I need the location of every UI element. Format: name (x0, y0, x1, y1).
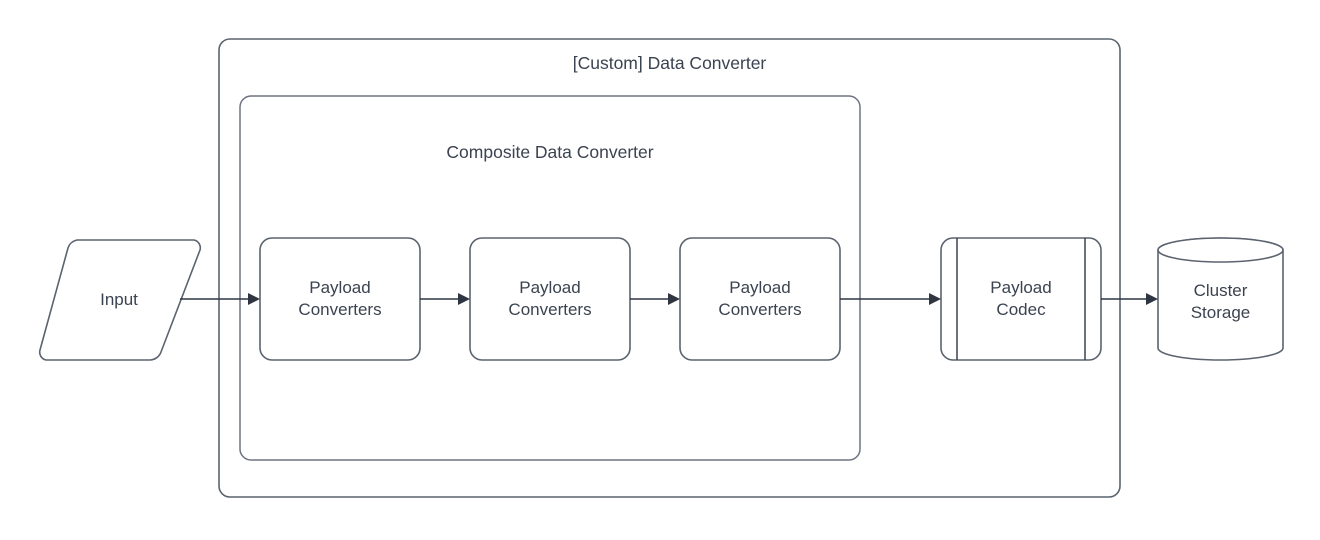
node-input-label: Input (100, 289, 138, 309)
container-composite-data-converter-label: Composite Data Converter (446, 142, 654, 162)
cluster-storage-top-ellipse (1157, 237, 1284, 263)
container-custom-data-converter-label: [Custom] Data Converter (572, 53, 767, 73)
node-input-shape[interactable] (38, 239, 202, 361)
connection-converter-1-to-converter-2 (420, 293, 470, 305)
connection-converter-2-to-converter-3 (630, 293, 680, 305)
connection-payload-codec-to-cluster-storage (1101, 293, 1158, 305)
node-cluster-storage-label: Cluster Storage (1190, 280, 1251, 322)
node-payload-converters-3-label: Payload Converters (718, 277, 802, 319)
node-payload-converters-1-label: Payload Converters (298, 277, 382, 319)
connection-input-to-converter-1 (180, 293, 260, 305)
node-payload-codec-label: Payload Codec (990, 277, 1052, 319)
node-payload-converters-2-label: Payload Converters (508, 277, 592, 319)
connection-converter-3-to-payload-codec (840, 293, 941, 305)
